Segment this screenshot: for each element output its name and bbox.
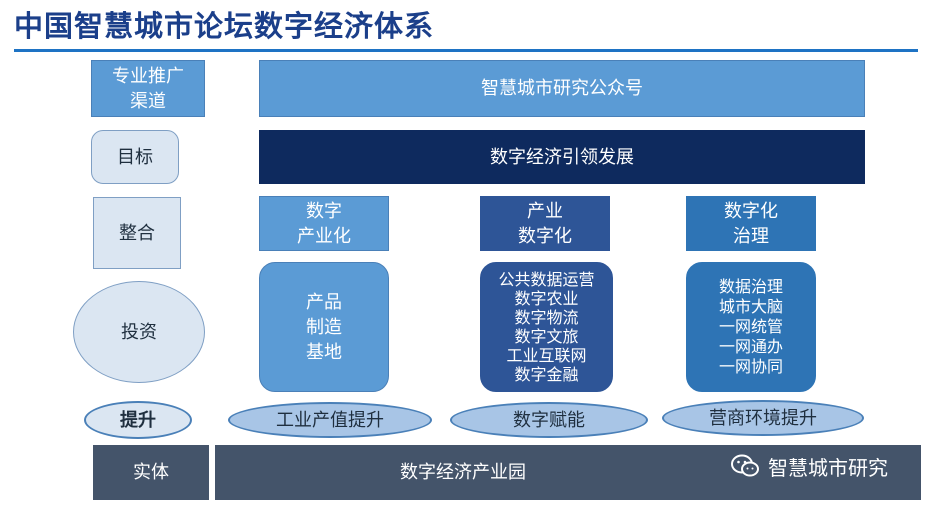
label-invest: 投资: [73, 281, 205, 383]
upgrade-col-1: 工业产值提升: [228, 402, 432, 438]
entity-content: 数字经济产业园: [215, 445, 921, 500]
wechat-icon: [731, 454, 759, 477]
integrate-col-2: 产业 数字化: [480, 196, 610, 251]
invest-col-3: 数据治理 城市大脑 一网统管 一网通办 一网协同: [686, 262, 816, 392]
goal-content: 数字经济引领发展: [259, 130, 865, 184]
label-integrate: 整合: [93, 197, 181, 269]
integrate-col-1: 数字 产业化: [259, 196, 389, 251]
upgrade-col-3: 营商环境提升: [662, 400, 864, 436]
label-goal: 目标: [91, 130, 179, 184]
invest-col-2: 公共数据运营 数字农业 数字物流 数字文旅 工业互联网 数字金融: [480, 262, 613, 392]
invest-col-1: 产品 制造 基地: [259, 262, 389, 392]
watermark-text: 智慧城市研究: [768, 455, 888, 480]
page-title: 中国智慧城市论坛数字经济体系: [14, 9, 435, 43]
watermark: 智慧城市研究: [730, 448, 888, 484]
integrate-col-3: 数字化 治理: [686, 196, 816, 251]
channel-content: 智慧城市研究公众号: [259, 60, 865, 117]
label-entity: 实体: [93, 445, 209, 500]
label-channel: 专业推广 渠道: [91, 60, 205, 117]
title-underline: [14, 49, 918, 52]
upgrade-col-2: 数字赋能: [450, 402, 648, 438]
label-upgrade: 提升: [84, 401, 192, 439]
